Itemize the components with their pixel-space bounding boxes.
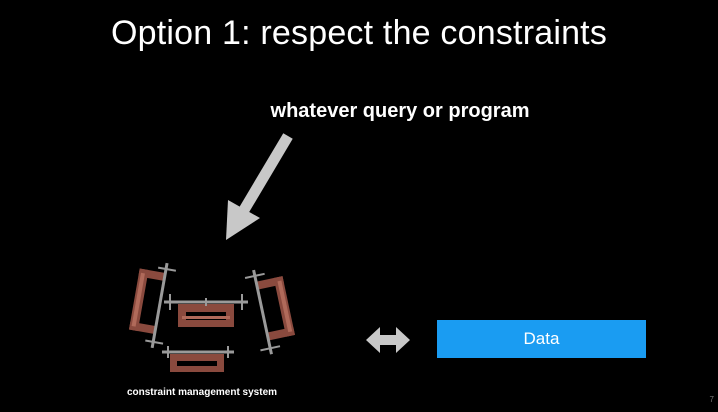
data-box: Data <box>437 320 646 358</box>
constraint-system-label: constraint management system <box>126 387 278 398</box>
clamp-icon <box>128 262 295 372</box>
slide-number: 7 <box>709 395 714 404</box>
slide-title: Option 1: respect the constraints <box>110 14 608 52</box>
clamp-left <box>128 262 177 349</box>
double-arrow-icon <box>366 327 410 353</box>
clamp-bottom <box>162 346 234 372</box>
arrow-down-left-icon <box>226 133 293 240</box>
clamp-right <box>244 269 295 355</box>
query-label: whatever query or program <box>270 100 530 122</box>
clamp-middle <box>164 294 248 327</box>
